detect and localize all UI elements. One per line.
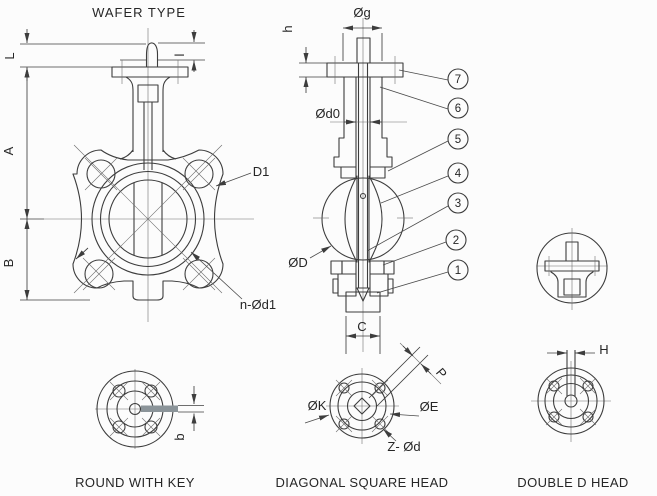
stem-head-side-view: [536, 228, 608, 310]
bottom-plug: [345, 291, 381, 313]
callout-3: [447, 192, 469, 214]
callout-7-number: 7: [455, 74, 461, 86]
dim-OK-label: ØK: [308, 398, 327, 413]
callout-1: [447, 259, 469, 281]
diagonal-square-head-view: P ØK ØE Z- Ød DIAGONAL SQUARE HEAD: [276, 342, 450, 490]
front-neck-right: [162, 76, 171, 152]
dim-z-od-label: Z- Ød: [387, 439, 420, 454]
lower-packing-left: [341, 260, 357, 275]
dim-C-label: C: [357, 319, 366, 334]
label-n-od1: n-Ød1: [240, 297, 276, 312]
disc-edge-front: [145, 42, 159, 68]
double-d-head-view: H DOUBLE D HEAD: [517, 342, 628, 490]
callout-balloons: 7 6 5 4 3 2 1: [366, 68, 469, 294]
callout-5-number: 5: [455, 134, 461, 146]
wafer-type-title: WAFER TYPE: [92, 5, 186, 20]
dim-og-label: Øg: [353, 5, 370, 20]
double-d-bolt-holes: [545, 377, 597, 426]
front-neck-square: [137, 84, 159, 103]
bottom-housing-left: [337, 273, 357, 297]
callout-2-number: 2: [453, 235, 459, 247]
seat-bore-circle: [321, 177, 405, 261]
dim-OE-label: ØE: [420, 399, 439, 414]
stem-bottom-tip: [356, 287, 370, 302]
round-with-key-caption: ROUND WITH KEY: [75, 475, 195, 490]
label-D1: D1: [253, 164, 270, 179]
key-slot: [141, 405, 178, 412]
double-d-head-caption: DOUBLE D HEAD: [517, 475, 628, 490]
dim-h-label: h: [280, 25, 295, 32]
front-top-flange: [111, 66, 189, 78]
callout-7: [447, 68, 469, 90]
upper-packing-left: [340, 166, 357, 179]
callout-4: [447, 162, 469, 184]
callout-3-number: 3: [455, 198, 461, 210]
diagonal-square-head-caption: DIAGONAL SQUARE HEAD: [276, 475, 449, 490]
round-with-key-view: b ROUND WITH KEY: [75, 369, 204, 490]
section-view: Øg h Ød0: [280, 5, 469, 354]
front-view: L A B l: [1, 28, 276, 322]
callout-2: [445, 229, 467, 251]
callout-6: [447, 97, 469, 119]
callout-1-number: 1: [455, 265, 461, 277]
disc-lobe-left: [344, 175, 358, 263]
body-circle-outer: [91, 162, 205, 276]
lower-packing-right: [369, 260, 385, 275]
stem-top: [356, 37, 371, 64]
dim-b-label: b: [172, 433, 187, 440]
disc-lobe-right: [368, 175, 383, 263]
dim-L-label: L: [2, 52, 17, 59]
lug-holes: [82, 157, 216, 291]
body-circle-mid: [99, 170, 197, 268]
dim-OD-label: ØD: [288, 255, 308, 270]
dim-B-label: B: [1, 259, 16, 268]
disc-pin: [359, 192, 367, 200]
callout-4-number: 4: [455, 168, 462, 180]
square-head: [353, 397, 371, 415]
dim-H-label: H: [599, 342, 608, 357]
neck-wall-left: [333, 76, 357, 168]
dim-l-label: l: [172, 53, 187, 56]
section-top-flange: [326, 62, 404, 78]
dim-od0-label: Ød0: [315, 106, 340, 121]
callout-6-number: 6: [455, 103, 461, 115]
round-bolt-holes: [109, 381, 161, 437]
dim-A-label: A: [1, 146, 16, 155]
upper-packing-right: [369, 166, 386, 179]
body-circle-bore: [108, 179, 188, 259]
front-neck-left: [125, 76, 134, 152]
square-head-bolt-holes: [335, 379, 389, 433]
callout-5: [447, 128, 469, 150]
